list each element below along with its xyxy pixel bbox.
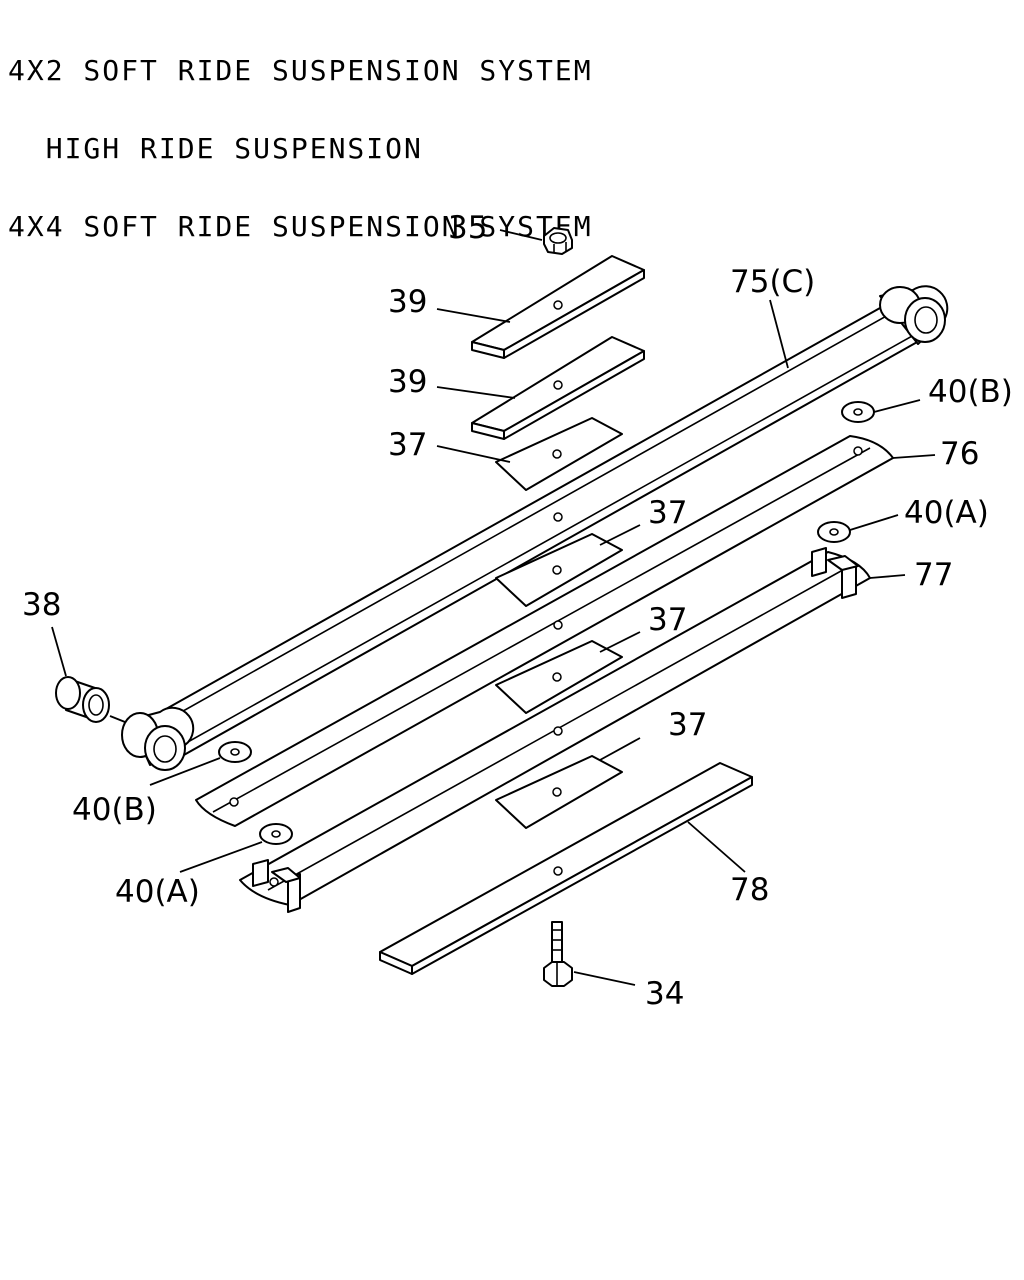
callout-77: 77 [914,557,953,593]
plate-39-lower[interactable] [471,336,645,440]
title-line-2: HIGH RIDE SUSPENSION [8,132,423,165]
callout-34: 34 [645,976,684,1012]
callout-78: 78 [730,872,769,908]
main-leaf-75c[interactable] [121,285,949,771]
pad-37-1[interactable] [495,417,623,491]
center-bolt-34[interactable] [543,921,573,987]
washer-40a-left[interactable] [259,823,293,845]
callout-76: 76 [940,436,979,472]
pad-37-3[interactable] [495,640,623,714]
washer-40b-right[interactable] [841,401,875,423]
callout-35: 35 [448,210,487,246]
bushing-38[interactable] [55,676,110,723]
washer-40b-left[interactable] [218,741,252,763]
diagram-title: 4X2 SOFT RIDE SUSPENSION SYSTEM HIGH RID… [8,6,593,266]
callout-37-3: 37 [648,602,687,638]
plate-78[interactable] [379,762,753,975]
pad-37-4[interactable] [495,755,623,829]
callout-37-2: 37 [648,495,687,531]
callout-75c: 75(C) [730,264,815,300]
title-line-1: 4X2 SOFT RIDE SUSPENSION SYSTEM [8,54,593,87]
callout-38: 38 [22,587,61,623]
leaf-76[interactable] [195,435,894,827]
callout-39-lower: 39 [388,364,427,400]
callout-40b-right: 40(B) [928,374,1013,410]
plate-39-upper[interactable] [471,255,645,359]
title-line-3: 4X4 SOFT RIDE SUSPENSION SYSTEM [8,210,593,243]
leaf-77[interactable] [239,547,871,913]
callout-40a-left: 40(A) [115,874,200,910]
callout-40b-left: 40(B) [72,792,157,828]
callout-37-4: 37 [668,707,707,743]
leader-lines [51,229,936,986]
washer-40a-right[interactable] [817,521,851,543]
callout-40a-right: 40(A) [904,495,989,531]
nut-35[interactable] [543,227,573,255]
pad-37-2[interactable] [495,533,623,607]
callout-37-1: 37 [388,427,427,463]
callout-39-upper: 39 [388,284,427,320]
